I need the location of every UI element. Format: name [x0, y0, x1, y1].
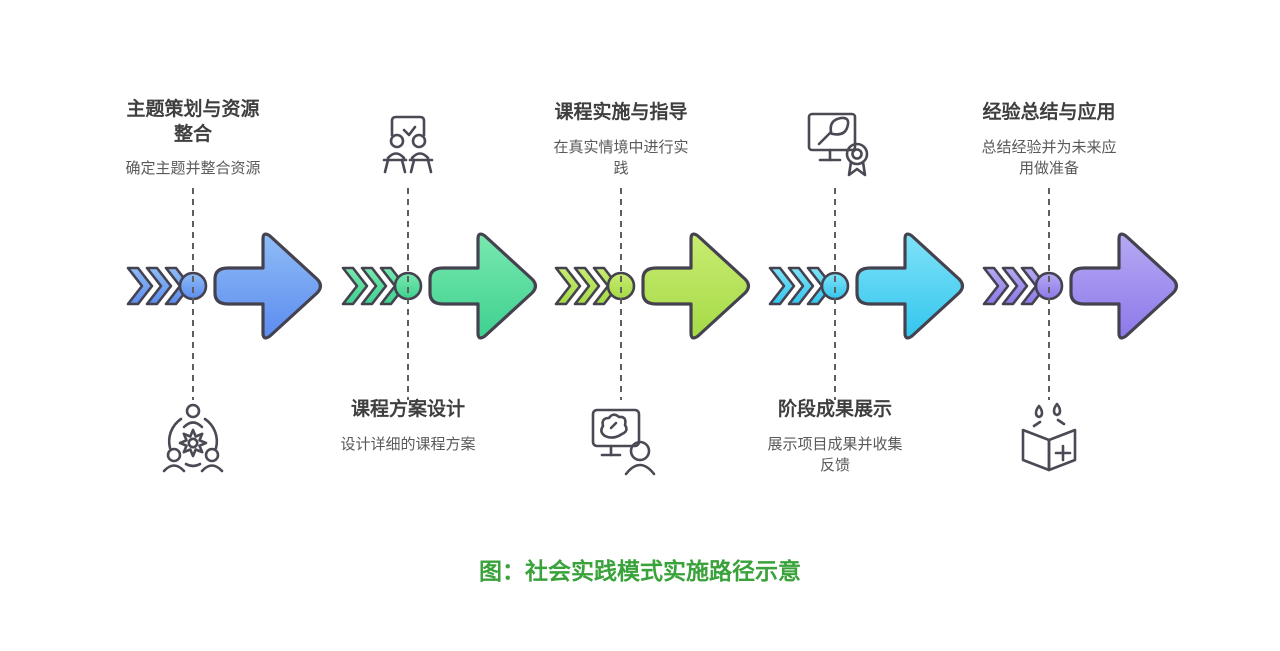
arrow-graphic	[982, 232, 1179, 340]
stage-5: 经验总结与应用 总结经验并为未来应用做准备	[942, 0, 1179, 651]
stage-3-icon-zone	[547, 398, 695, 478]
dashed-connector	[620, 188, 622, 400]
book-drops-icon	[1021, 402, 1077, 472]
dashed-connector	[407, 188, 409, 400]
big-arrow	[1069, 232, 1179, 340]
stage-2: 课程方案设计 设计详细的课程方案	[301, 0, 538, 651]
stage-3-text: 课程实施与指导 在真实情境中进行实践	[547, 0, 695, 182]
stage-title: 课程实施与指导	[554, 101, 688, 123]
chevrons	[982, 266, 1048, 306]
stage-1-text: 主题策划与资源整合 确定主题并整合资源	[119, 0, 267, 182]
stage-2-text: 课程方案设计 设计详细的课程方案	[334, 398, 482, 457]
stage-title: 阶段成果展示	[777, 399, 892, 420]
big-arrow	[641, 232, 751, 340]
stage-description: 在真实情境中进行实践	[553, 138, 689, 178]
stage-title: 经验总结与应用	[982, 101, 1116, 123]
arrow-graphic	[768, 232, 965, 340]
dashed-connector	[834, 188, 836, 400]
stage-description: 设计详细的课程方案	[340, 435, 476, 453]
arrow-graphic	[126, 232, 323, 340]
monitor-award-icon	[807, 112, 869, 177]
stage-4-icon-zone	[761, 0, 909, 182]
stage-3: 课程实施与指导 在真实情境中进行实践	[514, 0, 751, 651]
presentation-person-icon	[591, 408, 656, 476]
stage-4: 阶段成果展示 展示项目成果并收集反馈	[728, 0, 965, 651]
stage-description: 展示项目成果并收集反馈	[767, 435, 903, 475]
stage-2-icon-zone	[334, 0, 482, 182]
dashed-connector	[192, 188, 194, 400]
stage-5-icon-zone	[975, 398, 1123, 478]
stage-4-text: 阶段成果展示 展示项目成果并收集反馈	[761, 398, 909, 479]
team-gear-icon	[162, 403, 224, 473]
arrow-graphic	[554, 232, 751, 340]
stage-1: 主题策划与资源整合 确定主题并整合资源	[86, 0, 323, 651]
big-arrow	[428, 232, 538, 340]
big-arrow	[213, 232, 323, 340]
stage-description: 总结经验并为未来应用做准备	[981, 138, 1117, 178]
big-arrow	[855, 232, 965, 340]
chevrons	[768, 266, 834, 306]
dashed-connector	[1048, 188, 1050, 400]
arrow-graphic	[341, 232, 538, 340]
stage-description: 确定主题并整合资源	[125, 160, 261, 178]
stage-title: 课程方案设计	[350, 399, 465, 420]
stage-1-icon-zone	[119, 398, 267, 478]
classroom-desks-icon	[382, 115, 434, 174]
stage-title: 主题策划与资源整合	[126, 98, 260, 145]
figure-caption: 图：社会实践模式实施路径示意	[479, 558, 801, 584]
stage-5-text: 经验总结与应用 总结经验并为未来应用做准备	[975, 0, 1123, 182]
